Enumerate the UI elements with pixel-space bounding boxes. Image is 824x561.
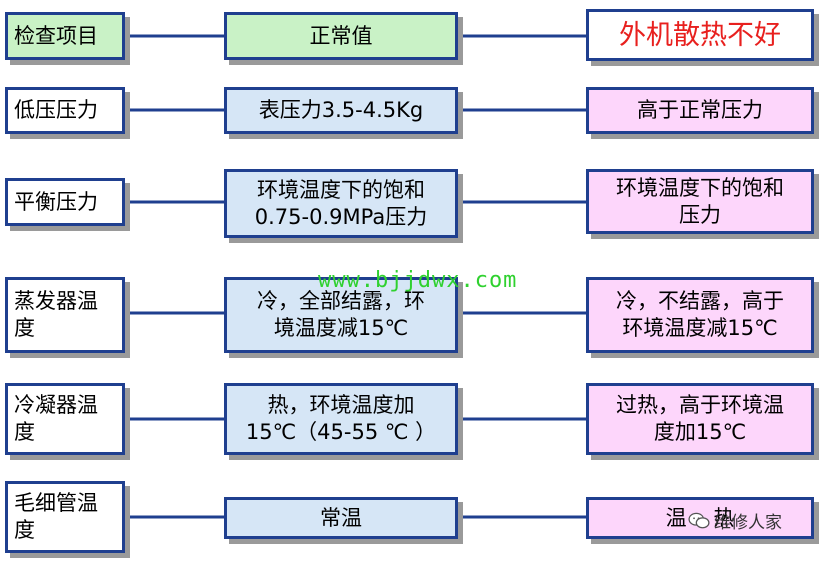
label-capillary-temp: 毛细管温 度 xyxy=(14,491,98,542)
header-normal-box: 正常值 xyxy=(224,12,458,60)
normal-evaporator-temp: 冷，全部结露，环 境温度减15℃ xyxy=(257,289,425,340)
label-box-low-pressure: 低压压力 xyxy=(5,87,125,134)
normal-balance-pressure: 环境温度下的饱和 0.75-0.9MPa压力 xyxy=(254,177,428,229)
normal-capillary-temp: 常温 xyxy=(320,505,362,530)
fault-box-capillary-temp: 温 热 xyxy=(586,497,814,539)
fault-evaporator-temp: 冷，不结露，高于 环境温度减15℃ xyxy=(616,289,784,340)
header-fault-box: 外机散热不好 xyxy=(586,9,814,61)
header-item-label: 检查项目 xyxy=(14,23,98,48)
header-normal-label: 正常值 xyxy=(309,23,373,48)
fault-balance-pressure: 环境温度下的饱和 压力 xyxy=(616,175,784,227)
label-box-evaporator-temp: 蒸发器温 度 xyxy=(5,277,125,353)
normal-box-condenser-temp: 热，环境温度加 15℃（45-55 ℃ ） xyxy=(224,383,458,455)
fault-box-condenser-temp: 过热，高于环境温 度加15℃ xyxy=(586,383,814,455)
label-low-pressure: 低压压力 xyxy=(14,98,98,122)
normal-box-capillary-temp: 常温 xyxy=(224,497,458,539)
wechat-badge: 维修人家 xyxy=(688,508,782,533)
label-box-condenser-temp: 冷凝器温 度 xyxy=(5,383,125,455)
normal-condenser-temp: 热，环境温度加 15℃（45-55 ℃ ） xyxy=(245,393,437,444)
label-box-capillary-temp: 毛细管温 度 xyxy=(5,481,125,553)
label-condenser-temp: 冷凝器温 度 xyxy=(14,393,98,444)
fault-box-evaporator-temp: 冷，不结露，高于 环境温度减15℃ xyxy=(586,277,814,353)
fault-low-pressure: 高于正常压力 xyxy=(637,98,763,122)
normal-box-evaporator-temp: 冷，全部结露，环 境温度减15℃ xyxy=(224,277,458,353)
header-fault-label: 外机散热不好 xyxy=(619,19,781,51)
wechat-label: 维修人家 xyxy=(714,513,782,533)
header-item-box: 检查项目 xyxy=(5,12,125,60)
normal-low-pressure: 表压力3.5-4.5Kg xyxy=(258,98,424,122)
connector-lines xyxy=(125,34,586,519)
website-watermark: www.bjjdwx.com xyxy=(318,268,518,293)
wechat-icon xyxy=(688,512,710,528)
label-box-balance-pressure: 平衡压力 xyxy=(5,178,125,226)
label-evaporator-temp: 蒸发器温 度 xyxy=(14,289,98,340)
normal-box-low-pressure: 表压力3.5-4.5Kg xyxy=(224,87,458,134)
fault-box-balance-pressure: 环境温度下的饱和 压力 xyxy=(586,169,814,234)
fault-box-low-pressure: 高于正常压力 xyxy=(586,87,814,134)
fault-condenser-temp: 过热，高于环境温 度加15℃ xyxy=(616,393,784,444)
normal-box-balance-pressure: 环境温度下的饱和 0.75-0.9MPa压力 xyxy=(224,169,458,238)
label-balance-pressure: 平衡压力 xyxy=(14,189,98,214)
fault-capillary-temp: 温 热 xyxy=(665,505,735,530)
